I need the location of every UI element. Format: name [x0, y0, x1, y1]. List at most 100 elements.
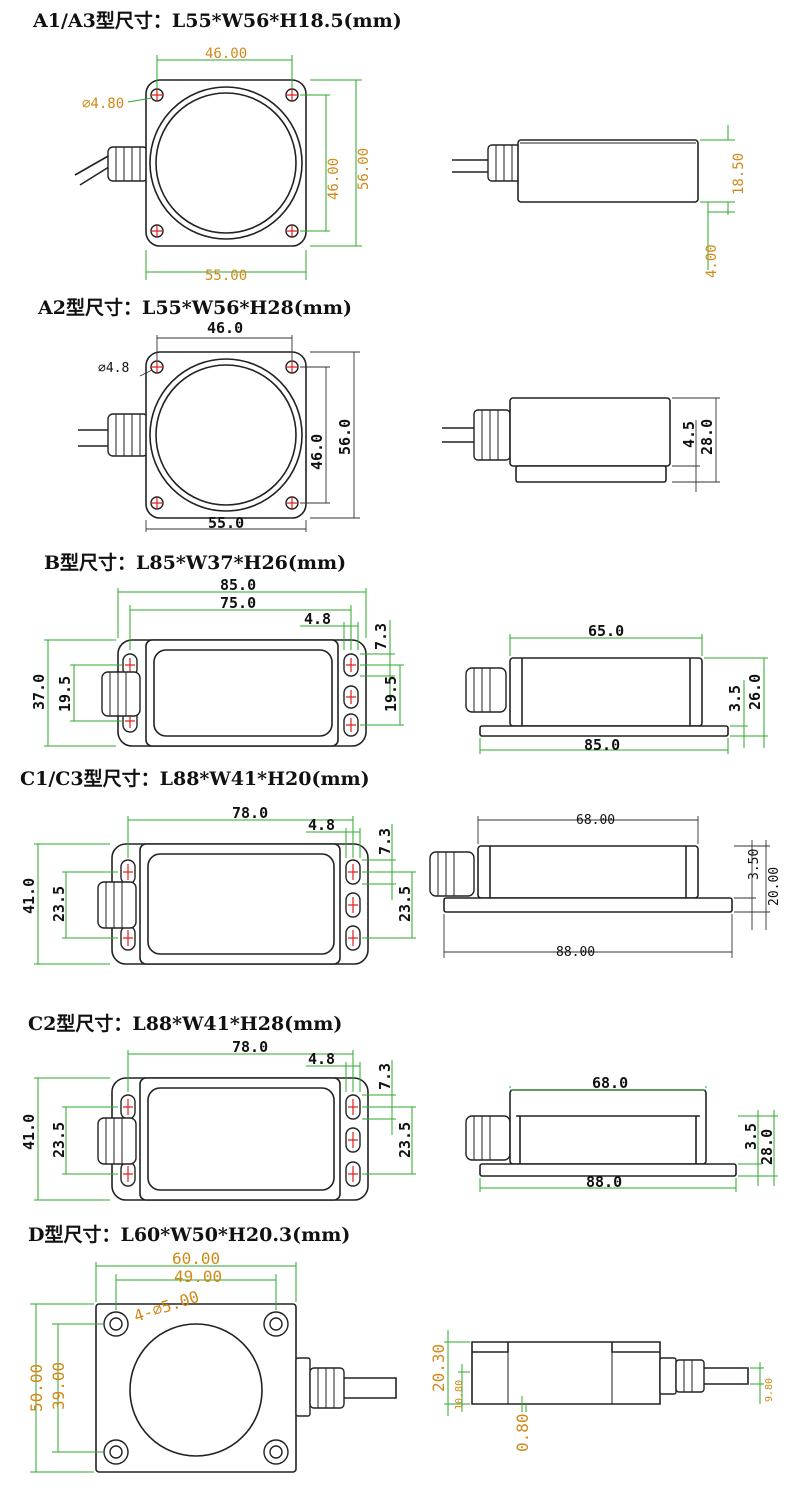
dim-line-side-top: [477, 816, 699, 844]
side-gland: [465, 667, 507, 713]
dim-line-overall: [95, 1262, 297, 1302]
dim-side-flange: 3.5: [726, 685, 744, 712]
dim-left-spacing: 23.5: [50, 886, 68, 922]
dim-line-bottom: [145, 520, 307, 532]
cable: [74, 154, 113, 186]
dim-line-slot-h: [362, 1060, 396, 1135]
dim-side-bottom: 88.0: [586, 1173, 622, 1191]
dim-line-bottom: [145, 250, 307, 280]
dim-line-top: [156, 335, 293, 360]
gland-threads: [109, 672, 127, 716]
sensor-dome-outer: [149, 358, 303, 512]
side-flange: [479, 725, 729, 737]
dim-line-height: [34, 843, 110, 965]
side-gland-threads: [495, 145, 513, 181]
dim-side-inner: 10.80: [454, 1380, 465, 1410]
dim-slot-h: 7.3: [372, 623, 390, 650]
side-cable: [704, 1367, 749, 1385]
dim-side-base: 0.80: [513, 1413, 532, 1452]
dim-holes: 49.00: [174, 1267, 222, 1286]
dim-line-side-flange: [734, 840, 756, 930]
side-flange: [443, 897, 733, 913]
side-ribs: [516, 1115, 700, 1164]
drawing-c2: 78.0 4.8 7.3 41.0 23.5 23.5 68.0 28.0 3.…: [20, 1038, 778, 1201]
dim-line-side-base: [521, 1396, 527, 1412]
dim-line-slot: [306, 1062, 361, 1092]
housing-body: [145, 639, 339, 747]
dim-hole: ∅4.8: [98, 361, 129, 376]
dim-side-flange: 3.50: [747, 849, 762, 880]
dim-right-spacing: 23.5: [396, 1122, 414, 1158]
dim-side-h: 28.0: [758, 1129, 776, 1165]
dim-height: 37.0: [30, 674, 48, 710]
dim-line-holes: [129, 605, 352, 650]
dim-bottom: 55.00: [205, 268, 247, 284]
dim-holes: 75.0: [220, 594, 256, 612]
dim-line-side-bottom: [443, 914, 733, 958]
dim-side-top: 68.00: [576, 813, 615, 828]
housing-body: [139, 843, 341, 965]
dim-line-side-h: [700, 125, 735, 215]
dim-hole: ∅4.80: [82, 96, 124, 112]
dim-side-h: 20.30: [429, 1344, 448, 1392]
sensor-dome-inner: [155, 92, 297, 234]
housing-side-view: [471, 1341, 661, 1405]
dim-line-side-flange: [672, 420, 700, 492]
dim-slot: 4.8: [308, 816, 335, 834]
side-gland-base: [659, 1357, 677, 1395]
drawing-b: 85.0 75.0 4.8 7.3 37.0 19.5 19.5 65.0 26…: [30, 576, 768, 754]
housing-top-view: [145, 351, 307, 519]
dim-line-side-flange: [730, 680, 748, 748]
dim-side-bottom: 85.0: [584, 736, 620, 754]
dim-line-holes: [127, 816, 354, 858]
title-d: D型尺寸：L60*W50*H20.3(mm): [28, 1224, 351, 1246]
side-cable: [442, 427, 478, 443]
dim-right-spacing: 19.5: [382, 676, 400, 712]
dim-slot: 4.8: [308, 1050, 335, 1068]
housing-side-view: [517, 139, 699, 203]
cable-gland-base: [295, 1357, 311, 1417]
dim-line-holes: [115, 1274, 277, 1310]
dim-outer-h: 56.00: [356, 148, 372, 190]
gland-threads: [105, 1118, 123, 1164]
dim-side-base: 4.00: [704, 244, 720, 278]
dim-line-side-base: [707, 202, 735, 270]
dim-line-top: [156, 55, 293, 88]
dim-line-left-spacing: [62, 1106, 118, 1175]
dim-line-right-spacing: [360, 664, 404, 726]
dim-side-top: 65.0: [588, 622, 624, 640]
dim-line-side-bottom: [479, 1178, 737, 1192]
mounting-holes: [150, 360, 299, 510]
cable: [78, 429, 112, 447]
dim-line-side-bottom: [479, 738, 729, 754]
dim-holes: 78.0: [232, 1038, 268, 1056]
dim-side-h: 26.0: [746, 674, 764, 710]
dim-outer-h: 56.0: [336, 419, 354, 455]
dim-line-slot-h: [362, 824, 396, 900]
gland-threads: [115, 147, 141, 181]
dim-inner-h: 39.00: [49, 1362, 68, 1410]
side-gland-threads: [683, 1360, 693, 1392]
dim-line-outer-h: [310, 351, 360, 519]
dim-bottom: 55.0: [208, 514, 244, 532]
drawing-c1c3: 78.0 4.8 7.3 41.0 23.5 23.5 68.00 20.00 …: [20, 804, 782, 965]
dim-side-top: 68.0: [592, 1074, 628, 1092]
dim-inner-h: 46.0: [308, 434, 326, 470]
cable-gland: [97, 1117, 137, 1165]
title-c1c3: C1/C3型尺寸：L88*W41*H20(mm): [20, 768, 370, 790]
dim-left-spacing: 23.5: [50, 1122, 68, 1158]
dim-line-hole: [127, 97, 153, 103]
dim-side-h: 28.0: [698, 419, 716, 455]
dim-side-flange: 3.5: [742, 1123, 760, 1150]
dim-holes: 78.0: [232, 804, 268, 822]
dim-line-inner-h: [300, 366, 330, 504]
dim-line-cable: [750, 1362, 764, 1404]
side-ribs: [521, 658, 691, 726]
side-flange: [479, 1163, 737, 1177]
dim-top: 46.00: [205, 46, 247, 62]
dim-side-bottom: 88.00: [556, 945, 595, 960]
side-cable: [452, 159, 490, 173]
side-gland-threads: [473, 1116, 491, 1160]
dim-line-left-spacing: [70, 664, 122, 722]
sensor-dome-inner: [155, 364, 297, 506]
